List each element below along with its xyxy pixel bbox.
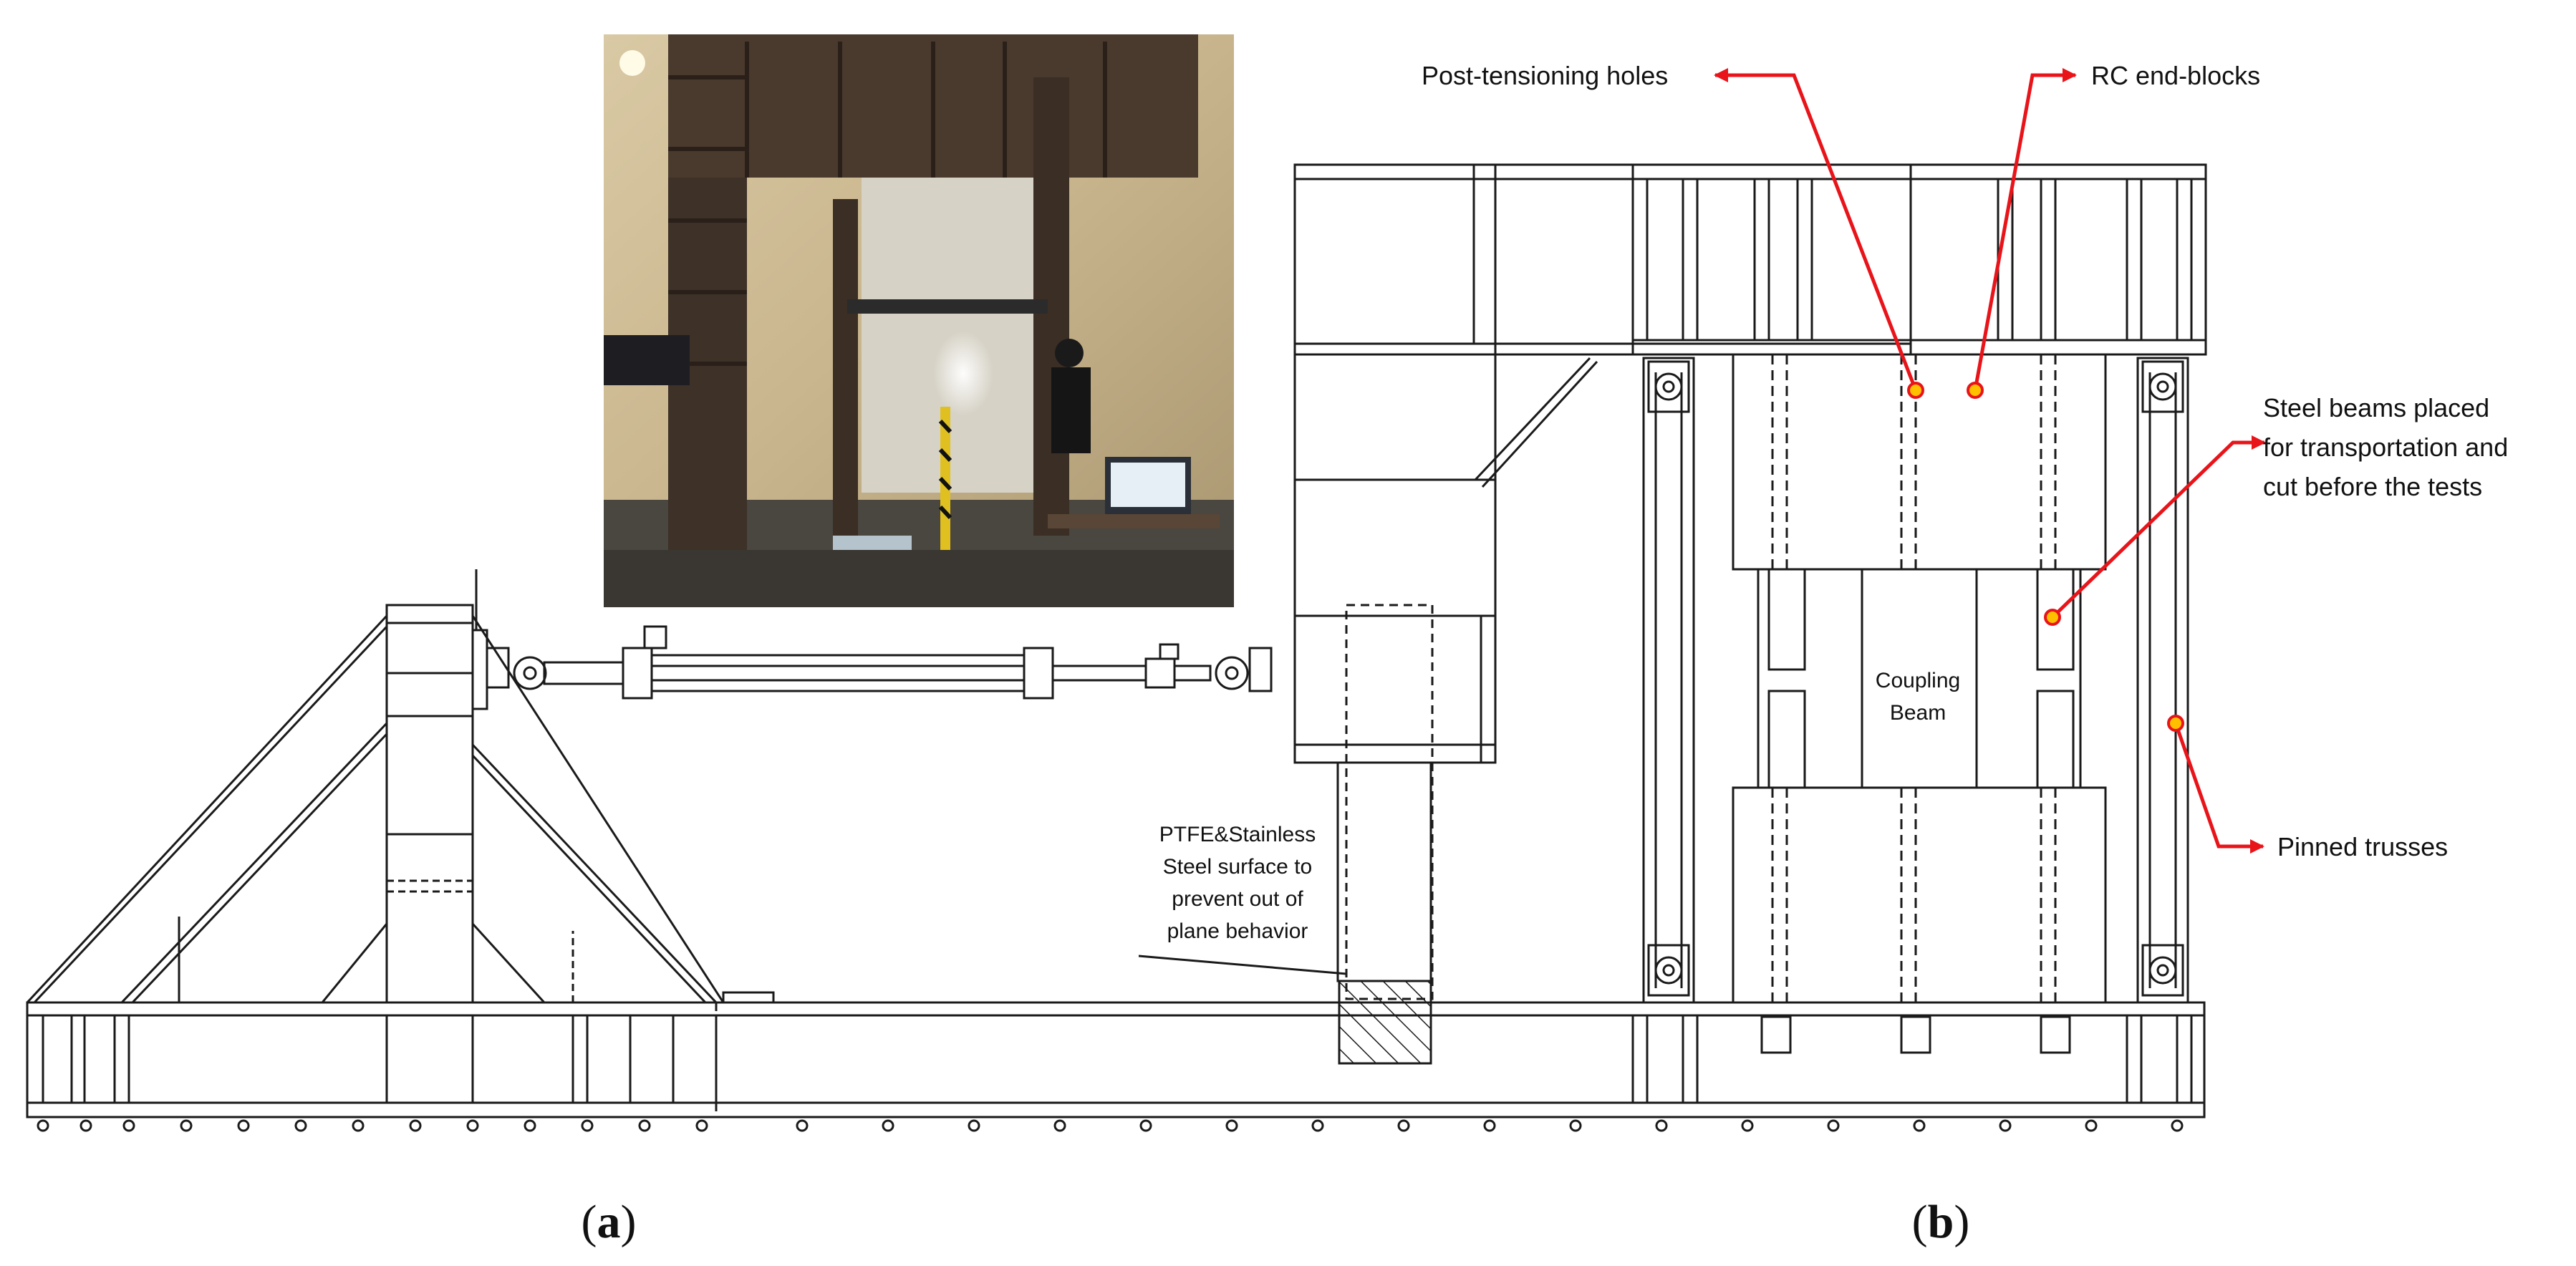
base-beam bbox=[26, 1001, 2206, 1118]
pinned-trusses-arrow bbox=[2174, 723, 2264, 854]
ptfe-label-line3: prevent out of bbox=[1172, 887, 1303, 911]
post-tensioning-arrow bbox=[1714, 68, 1918, 391]
annotation-labels: Post-tensioning holes RC end-blocks Stee… bbox=[1422, 61, 2508, 861]
pinned-truss-left bbox=[1642, 357, 1695, 1004]
base-bolts bbox=[37, 1119, 2184, 1132]
steel-beams-label-line2: for transportation and bbox=[2263, 433, 2508, 462]
steel-beams-label-line3: cut before the tests bbox=[2263, 472, 2482, 501]
ptfe-label-line4: plane behavior bbox=[1167, 919, 1308, 943]
transport-steel-beams bbox=[1767, 568, 2075, 789]
hydraulic-actuator bbox=[486, 625, 1273, 700]
pinned-truss-marker bbox=[2167, 715, 2184, 732]
rc-end-blocks-label: RC end-blocks bbox=[2091, 61, 2260, 90]
coupling-beam-label-line1: Coupling bbox=[1876, 669, 1960, 692]
ptfe-label-line1: PTFE&Stainless bbox=[1159, 823, 1316, 846]
steel-beams-arrow bbox=[2051, 435, 2266, 619]
coupling-beam bbox=[1757, 568, 2082, 789]
steel-frame-drawing bbox=[26, 163, 2207, 1132]
ptfe-leader-line bbox=[1138, 955, 1347, 975]
loading-column bbox=[1293, 163, 1912, 1065]
base-stiffeners bbox=[1760, 1015, 2071, 1054]
annotation-arrows bbox=[1714, 68, 2266, 854]
rc-end-blocks-arrow bbox=[1973, 68, 2077, 391]
post-tensioning-label: Post-tensioning holes bbox=[1422, 61, 1668, 90]
caption-a: (a) bbox=[582, 1196, 637, 1248]
ptfe-label-line2: Steel surface to bbox=[1163, 855, 1312, 879]
steel-beams-label-line1: Steel beams placed bbox=[2263, 393, 2489, 422]
ptfe-label: PTFE&Stainless Steel surface to prevent … bbox=[1159, 823, 1316, 943]
reaction-frame bbox=[26, 569, 775, 1004]
top-beam bbox=[1631, 163, 2207, 356]
pinned-trusses-label: Pinned trusses bbox=[2277, 832, 2448, 861]
coupling-beam-label-line2: Beam bbox=[1890, 701, 1946, 725]
pinned-truss-right bbox=[2136, 357, 2189, 1004]
test-setup-photo-image bbox=[604, 34, 1234, 607]
caption-b: (b) bbox=[1912, 1196, 1970, 1248]
post-tensioning-marker bbox=[1907, 382, 1924, 399]
coupling-beam-label: Coupling Beam bbox=[1876, 669, 1960, 725]
steel-beam-marker bbox=[2044, 609, 2061, 626]
test-setup-photo bbox=[604, 34, 1234, 607]
annotation-markers bbox=[1907, 382, 2184, 732]
rc-end-block-marker bbox=[1967, 382, 1984, 399]
